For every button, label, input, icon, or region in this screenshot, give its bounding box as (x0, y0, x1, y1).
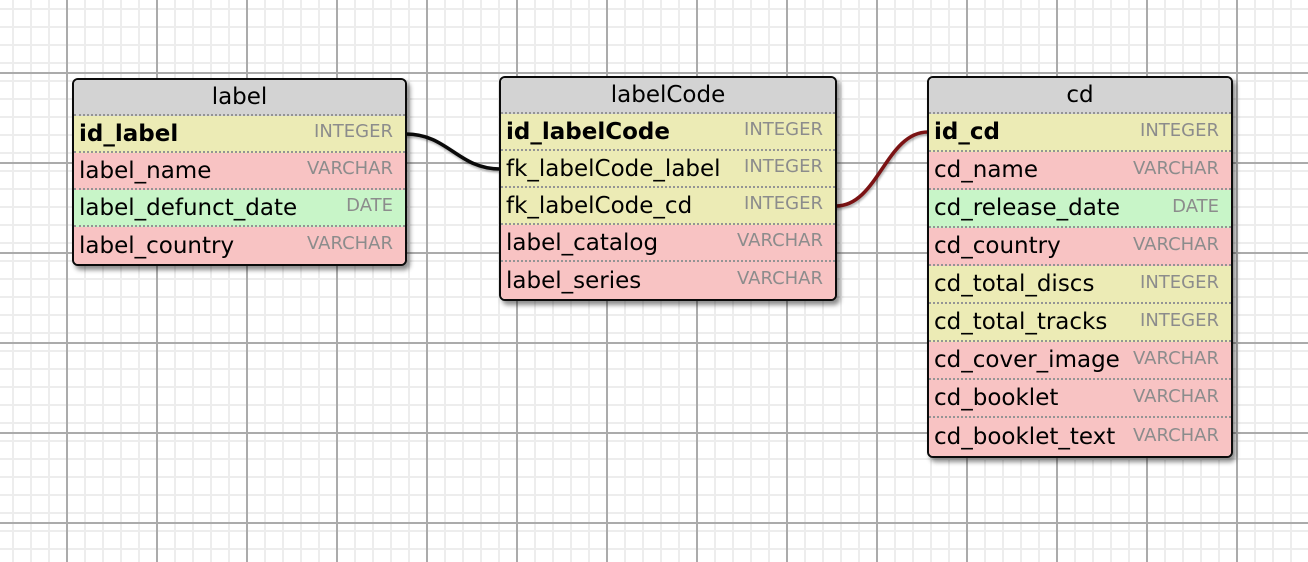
table-label[interactable]: label id_label INTEGER label_name VARCHA… (72, 78, 407, 266)
column-type: INTEGER (1140, 309, 1219, 331)
column-name: id_labelCode (506, 118, 670, 145)
table-row[interactable]: cd_total_tracks INTEGER (929, 304, 1231, 342)
column-type: INTEGER (744, 119, 823, 140)
table-row[interactable]: id_labelCode INTEGER (501, 114, 835, 151)
table-row[interactable]: cd_name VARCHAR (929, 152, 1231, 190)
column-type: VARCHAR (1132, 233, 1219, 255)
table-row[interactable]: cd_booklet VARCHAR (929, 380, 1231, 418)
table-row[interactable]: label_defunct_date DATE (74, 190, 405, 227)
column-type: DATE (346, 195, 393, 216)
column-name: label_series (506, 267, 642, 294)
column-name: label_name (79, 157, 212, 184)
column-type: VARCHAR (1132, 424, 1219, 446)
column-type: INTEGER (744, 193, 823, 214)
column-name: cd_name (934, 157, 1038, 183)
column-type: VARCHAR (736, 230, 823, 251)
table-row[interactable]: fk_labelCode_label INTEGER (501, 151, 835, 188)
table-title: labelCode (610, 82, 726, 108)
column-name: label_country (79, 232, 235, 259)
relation-line-labelcode-cd[interactable] (834, 130, 930, 208)
table-row[interactable]: cd_cover_image VARCHAR (929, 342, 1231, 380)
table-row[interactable]: id_cd INTEGER (929, 114, 1231, 152)
column-type: INTEGER (1140, 271, 1219, 293)
column-type: VARCHAR (306, 158, 393, 179)
column-type: VARCHAR (1132, 385, 1219, 407)
column-name: cd_booklet (934, 385, 1059, 411)
table-row[interactable]: cd_total_discs INTEGER (929, 266, 1231, 304)
column-name: cd_country (934, 233, 1061, 259)
column-name: fk_labelCode_label (506, 155, 721, 182)
column-type: VARCHAR (306, 233, 393, 254)
table-header[interactable]: cd (929, 78, 1231, 114)
column-name: fk_labelCode_cd (506, 192, 693, 219)
column-type: INTEGER (744, 156, 823, 177)
column-type: VARCHAR (1132, 157, 1219, 179)
table-cd[interactable]: cd id_cd INTEGER cd_name VARCHAR cd_rele… (927, 76, 1233, 458)
table-row[interactable]: label_country VARCHAR (74, 227, 405, 264)
table-header[interactable]: label (74, 80, 405, 116)
column-name: label_defunct_date (79, 194, 298, 221)
table-row[interactable]: cd_booklet_text VARCHAR (929, 418, 1231, 456)
column-type: INTEGER (314, 121, 393, 142)
table-row[interactable]: id_label INTEGER (74, 116, 405, 153)
column-name: cd_cover_image (934, 347, 1120, 373)
column-name: cd_release_date (934, 195, 1120, 221)
column-name: id_cd (934, 119, 1000, 145)
column-type: DATE (1172, 195, 1219, 217)
column-name: cd_total_discs (934, 271, 1095, 297)
table-row[interactable]: label_catalog VARCHAR (501, 225, 835, 262)
relation-line-label-labelcode[interactable] (404, 132, 502, 171)
table-header[interactable]: labelCode (501, 78, 835, 114)
table-row[interactable]: fk_labelCode_cd INTEGER (501, 188, 835, 225)
table-title: cd (1066, 82, 1094, 108)
table-row[interactable]: cd_release_date DATE (929, 190, 1231, 228)
table-title: label (211, 84, 268, 110)
column-name: id_label (79, 120, 179, 147)
column-name: label_catalog (506, 229, 659, 256)
column-type: VARCHAR (1132, 347, 1219, 369)
column-name: cd_total_tracks (934, 309, 1108, 335)
column-type: VARCHAR (736, 268, 823, 289)
table-row[interactable]: cd_country VARCHAR (929, 228, 1231, 266)
column-type: INTEGER (1140, 119, 1219, 141)
table-row[interactable]: label_series VARCHAR (501, 262, 835, 299)
table-labelcode[interactable]: labelCode id_labelCode INTEGER fk_labelC… (499, 76, 837, 301)
table-row[interactable]: label_name VARCHAR (74, 153, 405, 190)
column-name: cd_booklet_text (934, 424, 1116, 450)
